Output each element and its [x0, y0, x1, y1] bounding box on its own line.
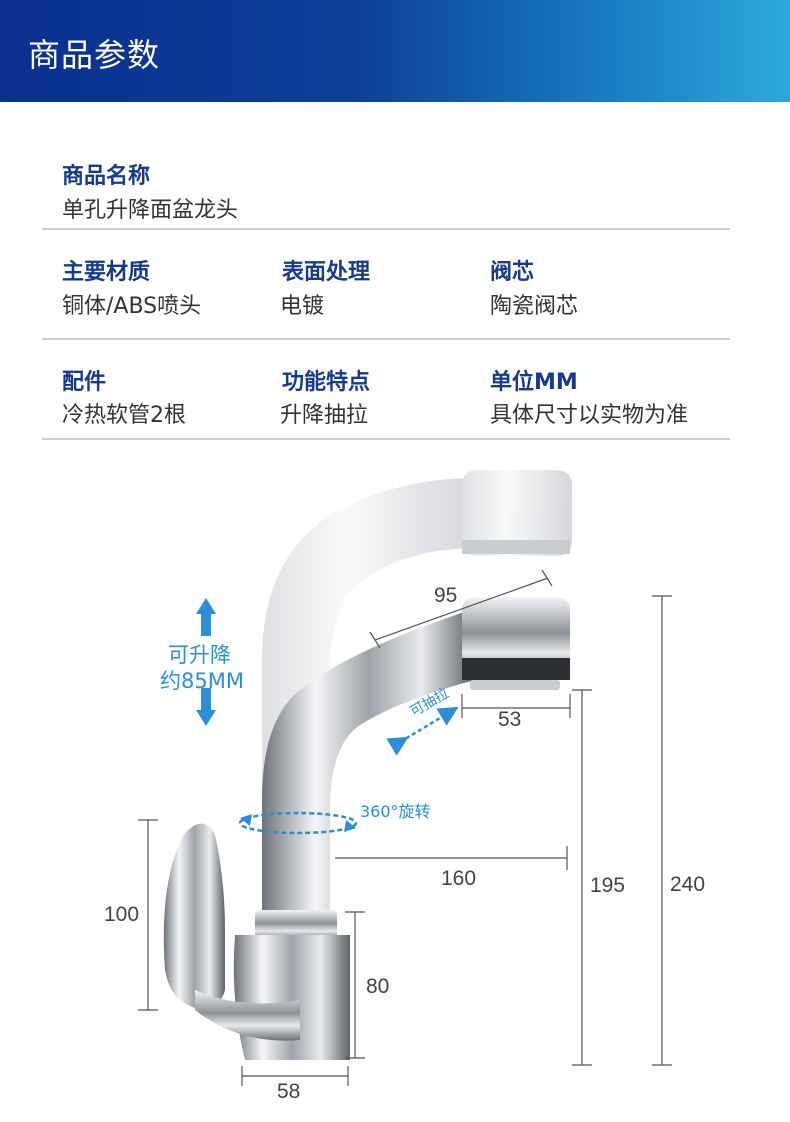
spec-label-valve: 阀芯 [490, 260, 535, 285]
spec-value-accessories: 冷热软管2根 [62, 403, 186, 428]
dim-base-width: 58 [277, 1080, 301, 1103]
dim-head-width: 53 [498, 708, 522, 731]
dim-height-low: 195 [590, 874, 626, 897]
divider [42, 338, 730, 340]
divider [42, 438, 730, 440]
spec-label-unit: 单位MM [490, 370, 578, 395]
spec-label-surface: 表面处理 [282, 260, 371, 285]
dim-height-high: 240 [670, 873, 706, 896]
page-title: 商品参数 [28, 36, 161, 74]
divider [42, 228, 730, 230]
spec-value-unit: 具体尺寸以实物为准 [490, 403, 689, 428]
spec-value-surface: 电镀 [280, 294, 325, 319]
lift-label-line2: 约85MM [160, 669, 244, 693]
spec-value-features: 升降抽拉 [280, 403, 369, 428]
spec-value-material: 铜体/ABS喷头 [62, 294, 202, 319]
spec-label-accessories: 配件 [62, 370, 107, 395]
dimension-lines [138, 569, 672, 1086]
spec-value-name: 单孔升降面盆龙头 [62, 198, 239, 223]
dim-spout-length: 95 [434, 584, 458, 607]
spec-label-material: 主要材质 [62, 260, 151, 285]
spec-value-valve: 陶瓷阀芯 [490, 294, 579, 319]
spec-label-features: 功能特点 [282, 370, 371, 395]
lift-label-line1: 可升降 [168, 643, 231, 667]
spout [163, 597, 570, 1060]
lift-arrow-icon [196, 598, 216, 726]
pullout-arrow-icon [386, 706, 459, 756]
dim-base-height: 80 [366, 975, 390, 998]
dim-reach: 160 [441, 867, 477, 890]
spec-label-name: 商品名称 [62, 164, 151, 189]
dim-handle-height: 100 [104, 903, 140, 926]
rotation-label: 360°旋转 [360, 802, 431, 821]
rotation-arrow-icon [238, 811, 358, 835]
header-banner: 商品参数 [0, 0, 790, 102]
